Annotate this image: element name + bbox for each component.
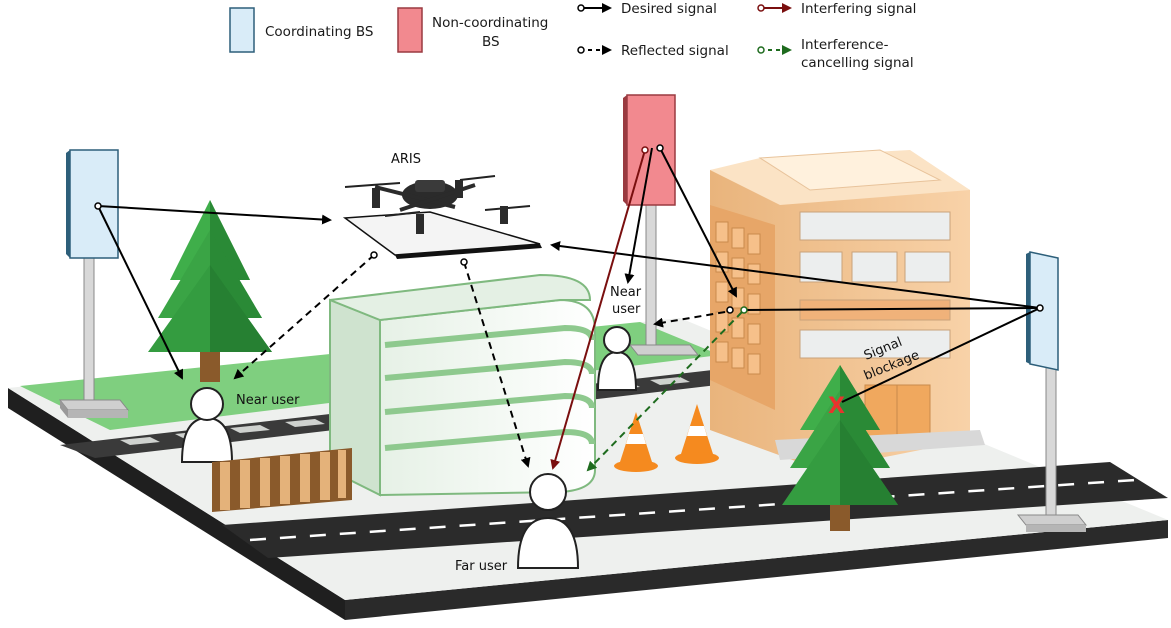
signals: X: [94, 144, 1044, 472]
non-coordinating-bs-swatch: [397, 7, 423, 53]
desired-signal-right-bs-blocked: [841, 307, 1041, 403]
far-user: [516, 473, 580, 569]
interference-cancelling-signal: [586, 311, 743, 472]
tree-left: [148, 200, 272, 382]
desired-signal-right-bs-to-building: [744, 307, 1041, 311]
coordinating-bs-swatch: [229, 7, 255, 53]
near-user-left-label: Near user: [236, 393, 300, 408]
tree-right: [782, 365, 898, 531]
coordinating-bs-left: [58, 149, 130, 418]
legend-non-coordinating-bs-1: Non-coordinating: [432, 15, 548, 31]
near-user-center-label-1: Near: [610, 285, 642, 300]
legend-non-coordinating-bs-2: BS: [482, 34, 500, 50]
far-user-label: Far user: [455, 559, 508, 574]
wooden-fence: [212, 448, 352, 512]
desired-signal-icon: [577, 4, 585, 12]
desired-signal-bs-to-aris: [97, 205, 332, 225]
reflected-signal-icon: [577, 46, 585, 54]
legend-reflected-signal: Reflected signal: [621, 43, 729, 59]
non-coord-bs-to-building: [659, 147, 737, 298]
interference-cancelling-icon: [757, 46, 765, 54]
near-user-center-label-2: user: [612, 302, 641, 317]
desired-signal-bs-to-near-user: [97, 205, 183, 380]
legend: Coordinating BS Non-coordinating BS Desi…: [229, 1, 916, 71]
aris-drone: [342, 175, 542, 259]
signal-blockage-x: X: [828, 394, 845, 419]
road: [222, 462, 1168, 558]
traffic-cones: [614, 404, 719, 472]
legend-interfering-signal: Interfering signal: [801, 1, 916, 17]
coordinating-bs-right: [1016, 251, 1088, 532]
green-trim-building: [329, 273, 596, 497]
interfering-signal-to-far-user: [550, 149, 646, 470]
legend-interference-cancelling-2: cancelling signal: [801, 55, 914, 71]
aris-label: ARIS: [391, 152, 421, 167]
non-coord-bs-to-near-user: [624, 147, 653, 284]
legend-interference-cancelling-1: Interference-: [801, 37, 889, 53]
near-user-center: [596, 326, 638, 391]
interfering-signal-icon: [757, 4, 765, 12]
legend-desired-signal: Desired signal: [621, 1, 717, 17]
near-user-left: [180, 387, 234, 463]
legend-coordinating-bs: Coordinating BS: [265, 24, 373, 40]
reflected-signal-aris-to-near-user: [233, 254, 375, 380]
